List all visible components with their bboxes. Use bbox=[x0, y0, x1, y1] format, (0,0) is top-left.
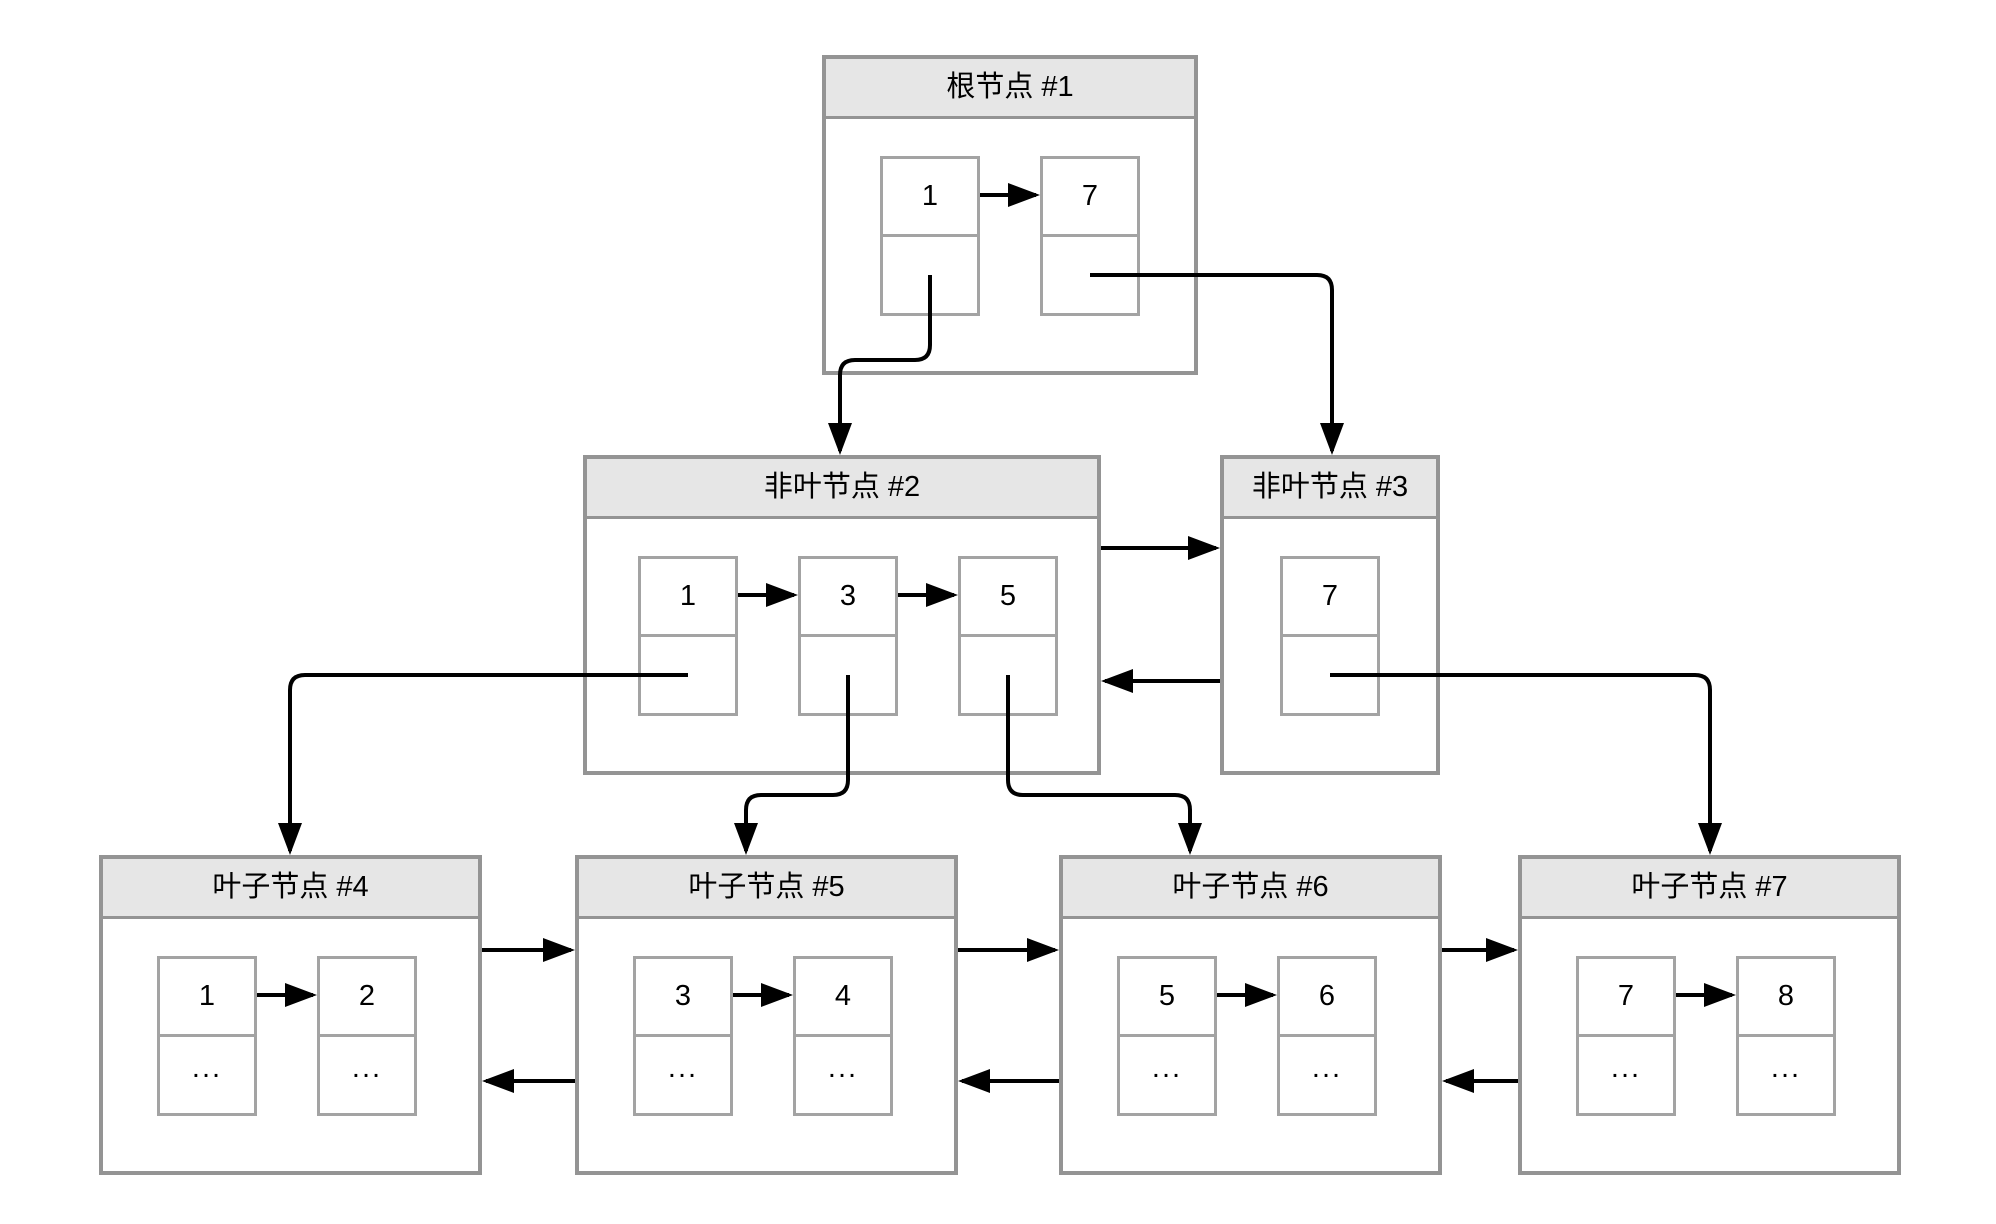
pointer-slot bbox=[1283, 637, 1377, 713]
node-title: 叶子节点 #6 bbox=[1063, 859, 1438, 919]
record-placeholder: ... bbox=[1770, 1052, 1802, 1084]
key-pointer-cell: 1 ... bbox=[157, 956, 257, 1116]
pointer-slot bbox=[1043, 237, 1137, 313]
key-pointer-cell: 2 ... bbox=[317, 956, 417, 1116]
key-value: 5 bbox=[961, 559, 1055, 637]
key-value: 6 bbox=[1280, 959, 1374, 1037]
record-placeholder: ... bbox=[1311, 1052, 1343, 1084]
key-pointer-cell: 5 bbox=[958, 556, 1058, 716]
key-value: 8 bbox=[1739, 959, 1833, 1037]
key-value: 1 bbox=[160, 959, 254, 1037]
node-leaf-7: 叶子节点 #7 7 ... 8 ... bbox=[1518, 855, 1901, 1175]
key-pointer-cell: 7 bbox=[1040, 156, 1140, 316]
node-leaf-4: 叶子节点 #4 1 ... 2 ... bbox=[99, 855, 482, 1175]
record-placeholder: ... bbox=[191, 1052, 223, 1084]
node-root: 根节点 #1 1 7 bbox=[822, 55, 1198, 375]
node-title: 叶子节点 #4 bbox=[103, 859, 478, 919]
key-pointer-cell: 6 ... bbox=[1277, 956, 1377, 1116]
key-pointer-cell: 1 bbox=[880, 156, 980, 316]
pointer-slot bbox=[883, 237, 977, 313]
pointer-slot bbox=[961, 637, 1055, 713]
key-pointer-cell: 7 bbox=[1280, 556, 1380, 716]
key-value: 7 bbox=[1283, 559, 1377, 637]
key-pointer-cell: 3 ... bbox=[633, 956, 733, 1116]
key-pointer-cell: 5 ... bbox=[1117, 956, 1217, 1116]
node-title: 叶子节点 #7 bbox=[1522, 859, 1897, 919]
key-pointer-cell: 3 bbox=[798, 556, 898, 716]
record-placeholder: ... bbox=[1151, 1052, 1183, 1084]
node-leaf-5: 叶子节点 #5 3 ... 4 ... bbox=[575, 855, 958, 1175]
record-placeholder: ... bbox=[667, 1052, 699, 1084]
record-placeholder: ... bbox=[1610, 1052, 1642, 1084]
node-internal-3: 非叶节点 #3 7 bbox=[1220, 455, 1440, 775]
key-value: 1 bbox=[883, 159, 977, 237]
record-placeholder: ... bbox=[351, 1052, 383, 1084]
key-value: 5 bbox=[1120, 959, 1214, 1037]
key-pointer-cell: 1 bbox=[638, 556, 738, 716]
key-pointer-cell: 4 ... bbox=[793, 956, 893, 1116]
record-placeholder: ... bbox=[827, 1052, 859, 1084]
key-value: 7 bbox=[1579, 959, 1673, 1037]
key-value: 4 bbox=[796, 959, 890, 1037]
key-value: 3 bbox=[636, 959, 730, 1037]
key-value: 2 bbox=[320, 959, 414, 1037]
pointer-slot bbox=[801, 637, 895, 713]
node-leaf-6: 叶子节点 #6 5 ... 6 ... bbox=[1059, 855, 1442, 1175]
node-title: 非叶节点 #3 bbox=[1224, 459, 1436, 519]
node-title: 根节点 #1 bbox=[826, 59, 1194, 119]
node-title: 非叶节点 #2 bbox=[587, 459, 1097, 519]
node-title: 叶子节点 #5 bbox=[579, 859, 954, 919]
key-value: 1 bbox=[641, 559, 735, 637]
key-value: 7 bbox=[1043, 159, 1137, 237]
pointer-slot bbox=[641, 637, 735, 713]
key-pointer-cell: 8 ... bbox=[1736, 956, 1836, 1116]
key-pointer-cell: 7 ... bbox=[1576, 956, 1676, 1116]
node-internal-2: 非叶节点 #2 1 3 5 bbox=[583, 455, 1101, 775]
key-value: 3 bbox=[801, 559, 895, 637]
